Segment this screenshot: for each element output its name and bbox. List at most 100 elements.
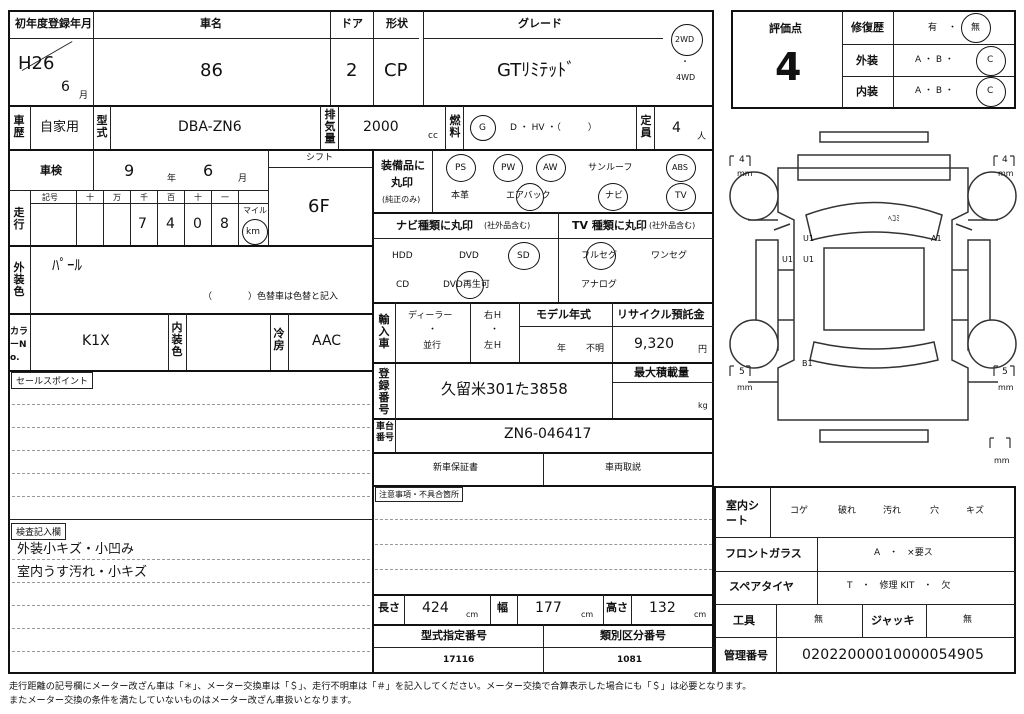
recycle-label: リサイクル預託金	[617, 308, 705, 321]
mark-u1-a: U1	[803, 234, 814, 243]
tv-oneseg: ワンセグ	[651, 251, 688, 261]
diagram-tl-mm: mm	[737, 169, 753, 178]
interior-grade-ab: A ・ B ・	[915, 86, 954, 96]
history: 自家用	[40, 120, 80, 135]
spare-label: スペアタイヤ	[729, 580, 794, 593]
car-name-label: 車名	[200, 17, 222, 30]
repair-label: 修復歴	[851, 21, 884, 34]
abs-circle	[666, 154, 696, 182]
first-reg-month-unit: 月	[79, 91, 89, 101]
first-reg-label: 初年度登録年月	[15, 17, 92, 30]
grade-label: グレード	[518, 17, 562, 30]
max-load-unit: kg	[698, 401, 708, 410]
equip-airbag: エアバック	[506, 191, 551, 201]
diagram-bl-mm: mm	[737, 383, 753, 392]
exterior-color-label: 外装色	[13, 261, 25, 298]
repair-no: 無	[971, 23, 981, 33]
navi-type-sub: (社外品含む)	[484, 221, 531, 230]
navi-sd: SD	[517, 251, 530, 261]
diagram-br-mm: mm	[998, 383, 1014, 392]
exterior-grade-ab: A ・ B ・	[915, 55, 954, 65]
mark-a1: A1	[931, 234, 942, 243]
height-unit: cm	[694, 610, 707, 619]
grade: GTﾘﾐﾃｯﾄﾞ	[497, 60, 576, 81]
mileage-digit-2: 4	[166, 216, 175, 232]
displacement: 2000	[363, 119, 399, 135]
shift: 6F	[308, 196, 330, 217]
navi-type-label: ナビ種類に丸印	[396, 219, 473, 232]
interior-sheet-label: 室内シート	[726, 499, 759, 527]
equipment-label-3: (純正のみ)	[382, 195, 421, 204]
height-value: 132	[649, 600, 676, 616]
model-year-label: モデル年式	[536, 308, 591, 321]
shape: CP	[384, 60, 408, 81]
car-diagram	[729, 131, 1017, 448]
mileage-label: 走行	[13, 206, 25, 231]
mark-u1-c: U1	[803, 255, 814, 264]
mark-hekomi: ﾍｺﾐ	[888, 214, 900, 223]
width-label: 幅	[497, 601, 508, 614]
equip-pw: PW	[501, 163, 516, 173]
chassis-value: ZN6-046417	[504, 426, 592, 442]
mileage-col-sen: 千	[140, 193, 148, 202]
exterior-grade-c: C	[987, 55, 994, 65]
model: DBA-ZN6	[178, 119, 242, 135]
mileage-digit-4: 8	[220, 216, 229, 232]
class-number-value: 1081	[617, 655, 643, 665]
interior-sheet-koge: コゲ	[790, 506, 809, 516]
repair-yes: 有	[928, 23, 938, 33]
tv-type-sub: (社外品含む)	[649, 221, 696, 230]
repair-dot: ・	[948, 23, 958, 33]
interior-grade-label: 内装	[856, 85, 878, 98]
drive-dot: ・	[681, 57, 689, 66]
sales-point-label: セールスポイント	[11, 372, 94, 389]
import-right: 右Ｈ	[484, 311, 503, 321]
inspection-notes-label: 検査記入欄	[11, 523, 67, 540]
equip-navi: ナビ	[605, 191, 624, 201]
navi-cd: CD	[396, 280, 410, 290]
model-year-unit: 年	[557, 344, 567, 354]
manual-label: 車両取説	[605, 463, 642, 473]
mark-b1: B1	[802, 359, 813, 368]
jack-label: ジャッキ	[871, 614, 915, 627]
import-parallel: 並行	[423, 341, 442, 351]
jack-value: 無	[963, 615, 973, 625]
main-form-frame	[8, 10, 714, 674]
inspection-year-unit: 年	[167, 174, 177, 184]
management-value: 02022000010000054905	[802, 647, 985, 663]
navi-circle	[598, 183, 628, 211]
interior-grade-c: C	[987, 86, 994, 96]
score-label: 評価点	[769, 22, 802, 35]
diagram-tr-value: 4	[1002, 155, 1008, 165]
equip-aw: AW	[543, 163, 558, 173]
import-left: 左Ｈ	[484, 341, 503, 351]
diagram-bl-value: 5	[739, 367, 745, 377]
footer-line-2: またメーター交換の条件を満たしていないものはメーター改ざん車扱いとなります。	[9, 695, 357, 706]
chassis-label: 車台番号	[376, 422, 395, 443]
exterior-color-note: （ ）色替車は色替と記入	[203, 292, 339, 302]
interior-sheet-kizu: キズ	[966, 506, 985, 516]
mileage-digit-3: 0	[193, 216, 202, 232]
tv-type-label: TV 種類に丸印	[572, 219, 647, 232]
displacement-unit: cc	[428, 131, 438, 141]
windshield-label: フロントガラス	[725, 547, 802, 560]
history-label: 車歴	[13, 114, 25, 139]
ac-label: 冷房	[273, 327, 285, 352]
displacement-label: 排気量	[324, 108, 336, 145]
recycle-unit: 円	[698, 345, 708, 355]
inspection-month-unit: 月	[238, 174, 248, 184]
aw-circle	[536, 154, 566, 182]
fullseg-circle	[586, 242, 616, 270]
diagram-bb-mm: mm	[994, 456, 1010, 465]
inspection-label: 車検	[40, 164, 62, 177]
mileage-mile: マイル	[243, 206, 267, 215]
windshield-value: A ・ ×要ス	[874, 548, 933, 558]
navi-dvd-play: DVD再生可	[443, 280, 490, 290]
equipment-label-2: 丸印	[391, 176, 413, 189]
mark-u1-b: U1	[782, 255, 793, 264]
inspection-note-2: 室内うす汚れ・小キズ	[17, 565, 148, 580]
interior-sheet-yogore: 汚れ	[883, 506, 902, 516]
mileage-col-kigo: 記号	[42, 193, 58, 202]
capacity: 4	[672, 120, 681, 136]
color-no-label: カラーNo.	[10, 327, 29, 363]
